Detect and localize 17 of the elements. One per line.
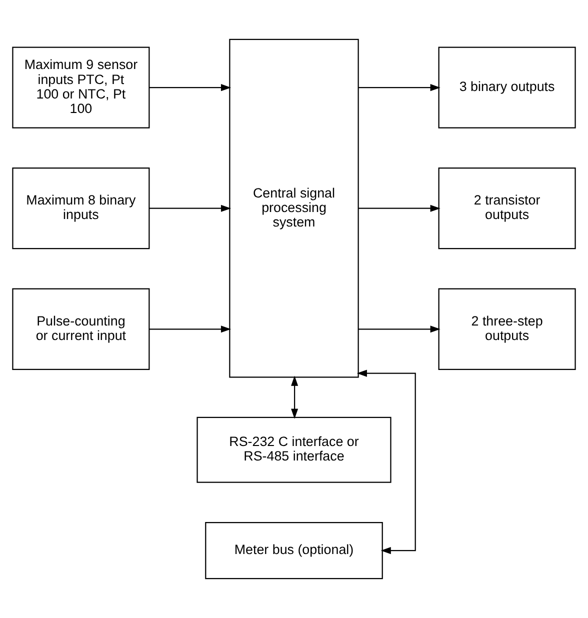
node-box: Pulse-counting or current input [12,288,150,370]
node-box: Central signal processing system [229,38,359,378]
arrow [358,84,440,92]
node-box: Meter bus (optional) [205,522,383,580]
arrow [149,326,232,333]
node-box: Maximum 8 binary inputs [12,168,150,250]
arrow [358,204,440,212]
node-box: RS-232 C interface or RS-485 interface [196,416,392,483]
arrow [291,376,298,419]
node-box: 3 binary outputs [438,46,576,128]
node-box: 2 transistor outputs [438,168,576,250]
node-box: Maximum 9 sensor inputs PTC, Pt 100 or NTC, Pt 100 [12,46,150,128]
arrow [358,326,440,333]
arrow [149,204,232,212]
arrow [149,84,232,92]
node-box: 2 three-step outputs [438,288,576,370]
arrow [356,370,416,554]
